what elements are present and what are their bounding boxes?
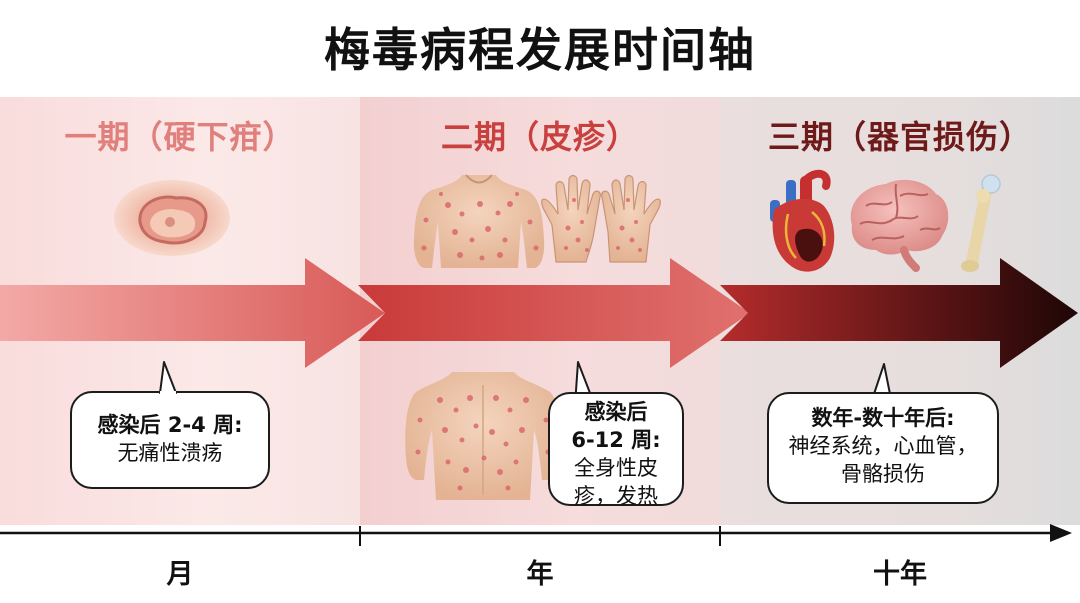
axis-label-decade: 十年 xyxy=(873,559,927,590)
stage-1-callout: 感染后 2-4 周: 无痛性溃疡 xyxy=(70,391,270,489)
stage-1-onset: 感染后 2-4 周: xyxy=(97,413,243,437)
stage-2-onset-line1: 感染后 xyxy=(584,400,648,424)
rash-torso-front-icon xyxy=(413,174,545,268)
time-axis xyxy=(0,524,1072,546)
stage-3-symptom-line2: 骨骼损伤 xyxy=(841,462,925,486)
rash-hands-icon xyxy=(541,174,661,263)
stage-3-heading: 三期（器官损伤） xyxy=(767,118,1032,156)
heart-icon xyxy=(770,169,835,272)
stage-2-callout: 感染后 6-12 周: 全身性皮 疹，发热 xyxy=(548,392,684,508)
stage-2-heading: 二期（皮疹） xyxy=(440,118,639,156)
axis-label-year: 年 xyxy=(526,559,554,590)
brain-icon xyxy=(850,179,949,272)
stage-2-symptom-line2: 疹，发热 xyxy=(574,484,658,508)
bone-icon xyxy=(961,174,1001,272)
stage-3-callout: 数年-数十年后: 神经系统，心血管， 骨骼损伤 xyxy=(767,392,999,504)
stage-1-heading: 一期（硬下疳） xyxy=(64,118,296,156)
stage-1-symptom: 无痛性溃疡 xyxy=(117,441,223,465)
stage-3-symptom-line1: 神经系统，心血管， xyxy=(788,434,978,458)
stage-3-onset: 数年-数十年后: xyxy=(811,406,955,430)
stage-2-symptom-line1: 全身性皮 xyxy=(574,456,658,480)
stage-3-arrow xyxy=(720,258,1078,368)
stage-2-arrow xyxy=(358,258,750,368)
stage-1-arrow xyxy=(0,258,385,368)
ulcer-icon xyxy=(114,180,230,256)
diagram-title: 梅毒病程发展时间轴 xyxy=(324,23,756,77)
rash-torso-back-icon xyxy=(405,372,561,500)
stage-2-onset-line2: 6-12 周: xyxy=(571,428,661,452)
axis-label-month: 月 xyxy=(166,559,194,590)
